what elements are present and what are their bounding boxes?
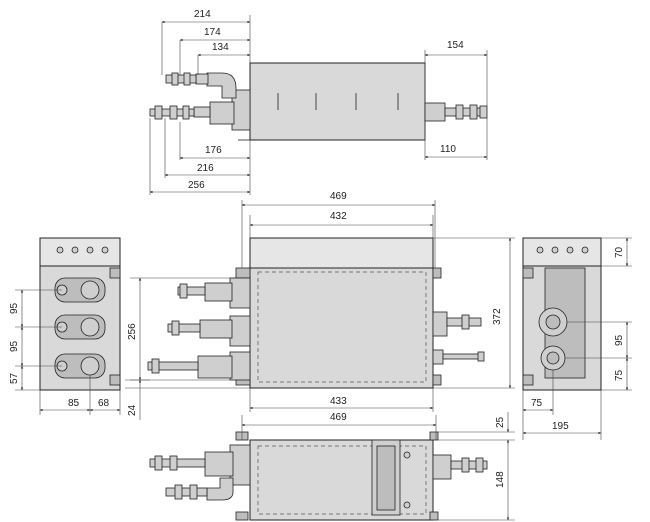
dim-148: 148 xyxy=(495,471,506,488)
front-view-dimensions: 469 432 372 256 433 24 xyxy=(125,191,515,420)
dim-85: 85 xyxy=(68,398,80,409)
top-view: 214 174 134 154 176 216 256 110 xyxy=(149,9,488,195)
dim-469-bottom: 469 xyxy=(330,412,347,423)
dim-68: 68 xyxy=(98,398,110,409)
front-view-top-cover xyxy=(249,237,434,269)
dim-95-right: 95 xyxy=(614,334,625,346)
front-view-left-piping xyxy=(147,277,251,381)
dim-154: 154 xyxy=(447,40,464,51)
dim-372: 372 xyxy=(492,308,503,325)
bottom-view: 469 25 148 xyxy=(149,412,515,521)
dim-432: 432 xyxy=(330,211,347,222)
dim-95-left-b: 95 xyxy=(9,340,20,352)
bottom-view-dimensions: 469 25 148 xyxy=(241,412,515,521)
bottom-view-right-piping xyxy=(432,454,488,480)
right-view-top-cover xyxy=(522,237,602,267)
bottom-view-left-piping xyxy=(149,444,251,501)
dim-95-left-a: 95 xyxy=(9,302,20,314)
top-view-left-piping xyxy=(149,72,251,131)
left-side-view: 95 95 57 85 68 xyxy=(9,237,121,415)
dim-176: 176 xyxy=(205,145,222,156)
front-view-housing xyxy=(249,267,434,389)
top-view-housing xyxy=(249,62,426,141)
left-view-top-cover xyxy=(39,237,121,267)
dim-174: 174 xyxy=(204,27,221,38)
dim-214: 214 xyxy=(194,9,211,20)
dim-24: 24 xyxy=(127,404,138,416)
dim-195: 195 xyxy=(552,421,569,432)
dim-134: 134 xyxy=(212,42,229,53)
dim-70: 70 xyxy=(614,246,625,258)
top-view-dimensions: 214 174 134 154 176 216 256 110 xyxy=(149,9,488,195)
right-side-view: 70 95 75 75 195 xyxy=(522,237,632,440)
front-view: 469 432 372 256 433 24 xyxy=(125,191,515,420)
front-view-right-piping xyxy=(432,311,485,365)
dim-216: 216 xyxy=(197,163,214,174)
dim-75-right-vertical: 75 xyxy=(614,369,625,381)
dim-433: 433 xyxy=(330,396,347,407)
right-view-dimensions: 70 95 75 75 195 xyxy=(522,237,632,440)
dim-256-front: 256 xyxy=(127,323,138,340)
dim-256: 256 xyxy=(188,180,205,191)
left-view-dimensions: 95 95 57 85 68 xyxy=(9,289,121,415)
left-view-ports xyxy=(54,277,106,379)
dim-57: 57 xyxy=(9,372,20,384)
dim-469-front: 469 xyxy=(330,191,347,202)
top-view-right-piping xyxy=(424,102,488,122)
dim-75-right-horizontal: 75 xyxy=(531,398,543,409)
dim-25: 25 xyxy=(495,416,506,428)
dim-110: 110 xyxy=(440,144,456,155)
